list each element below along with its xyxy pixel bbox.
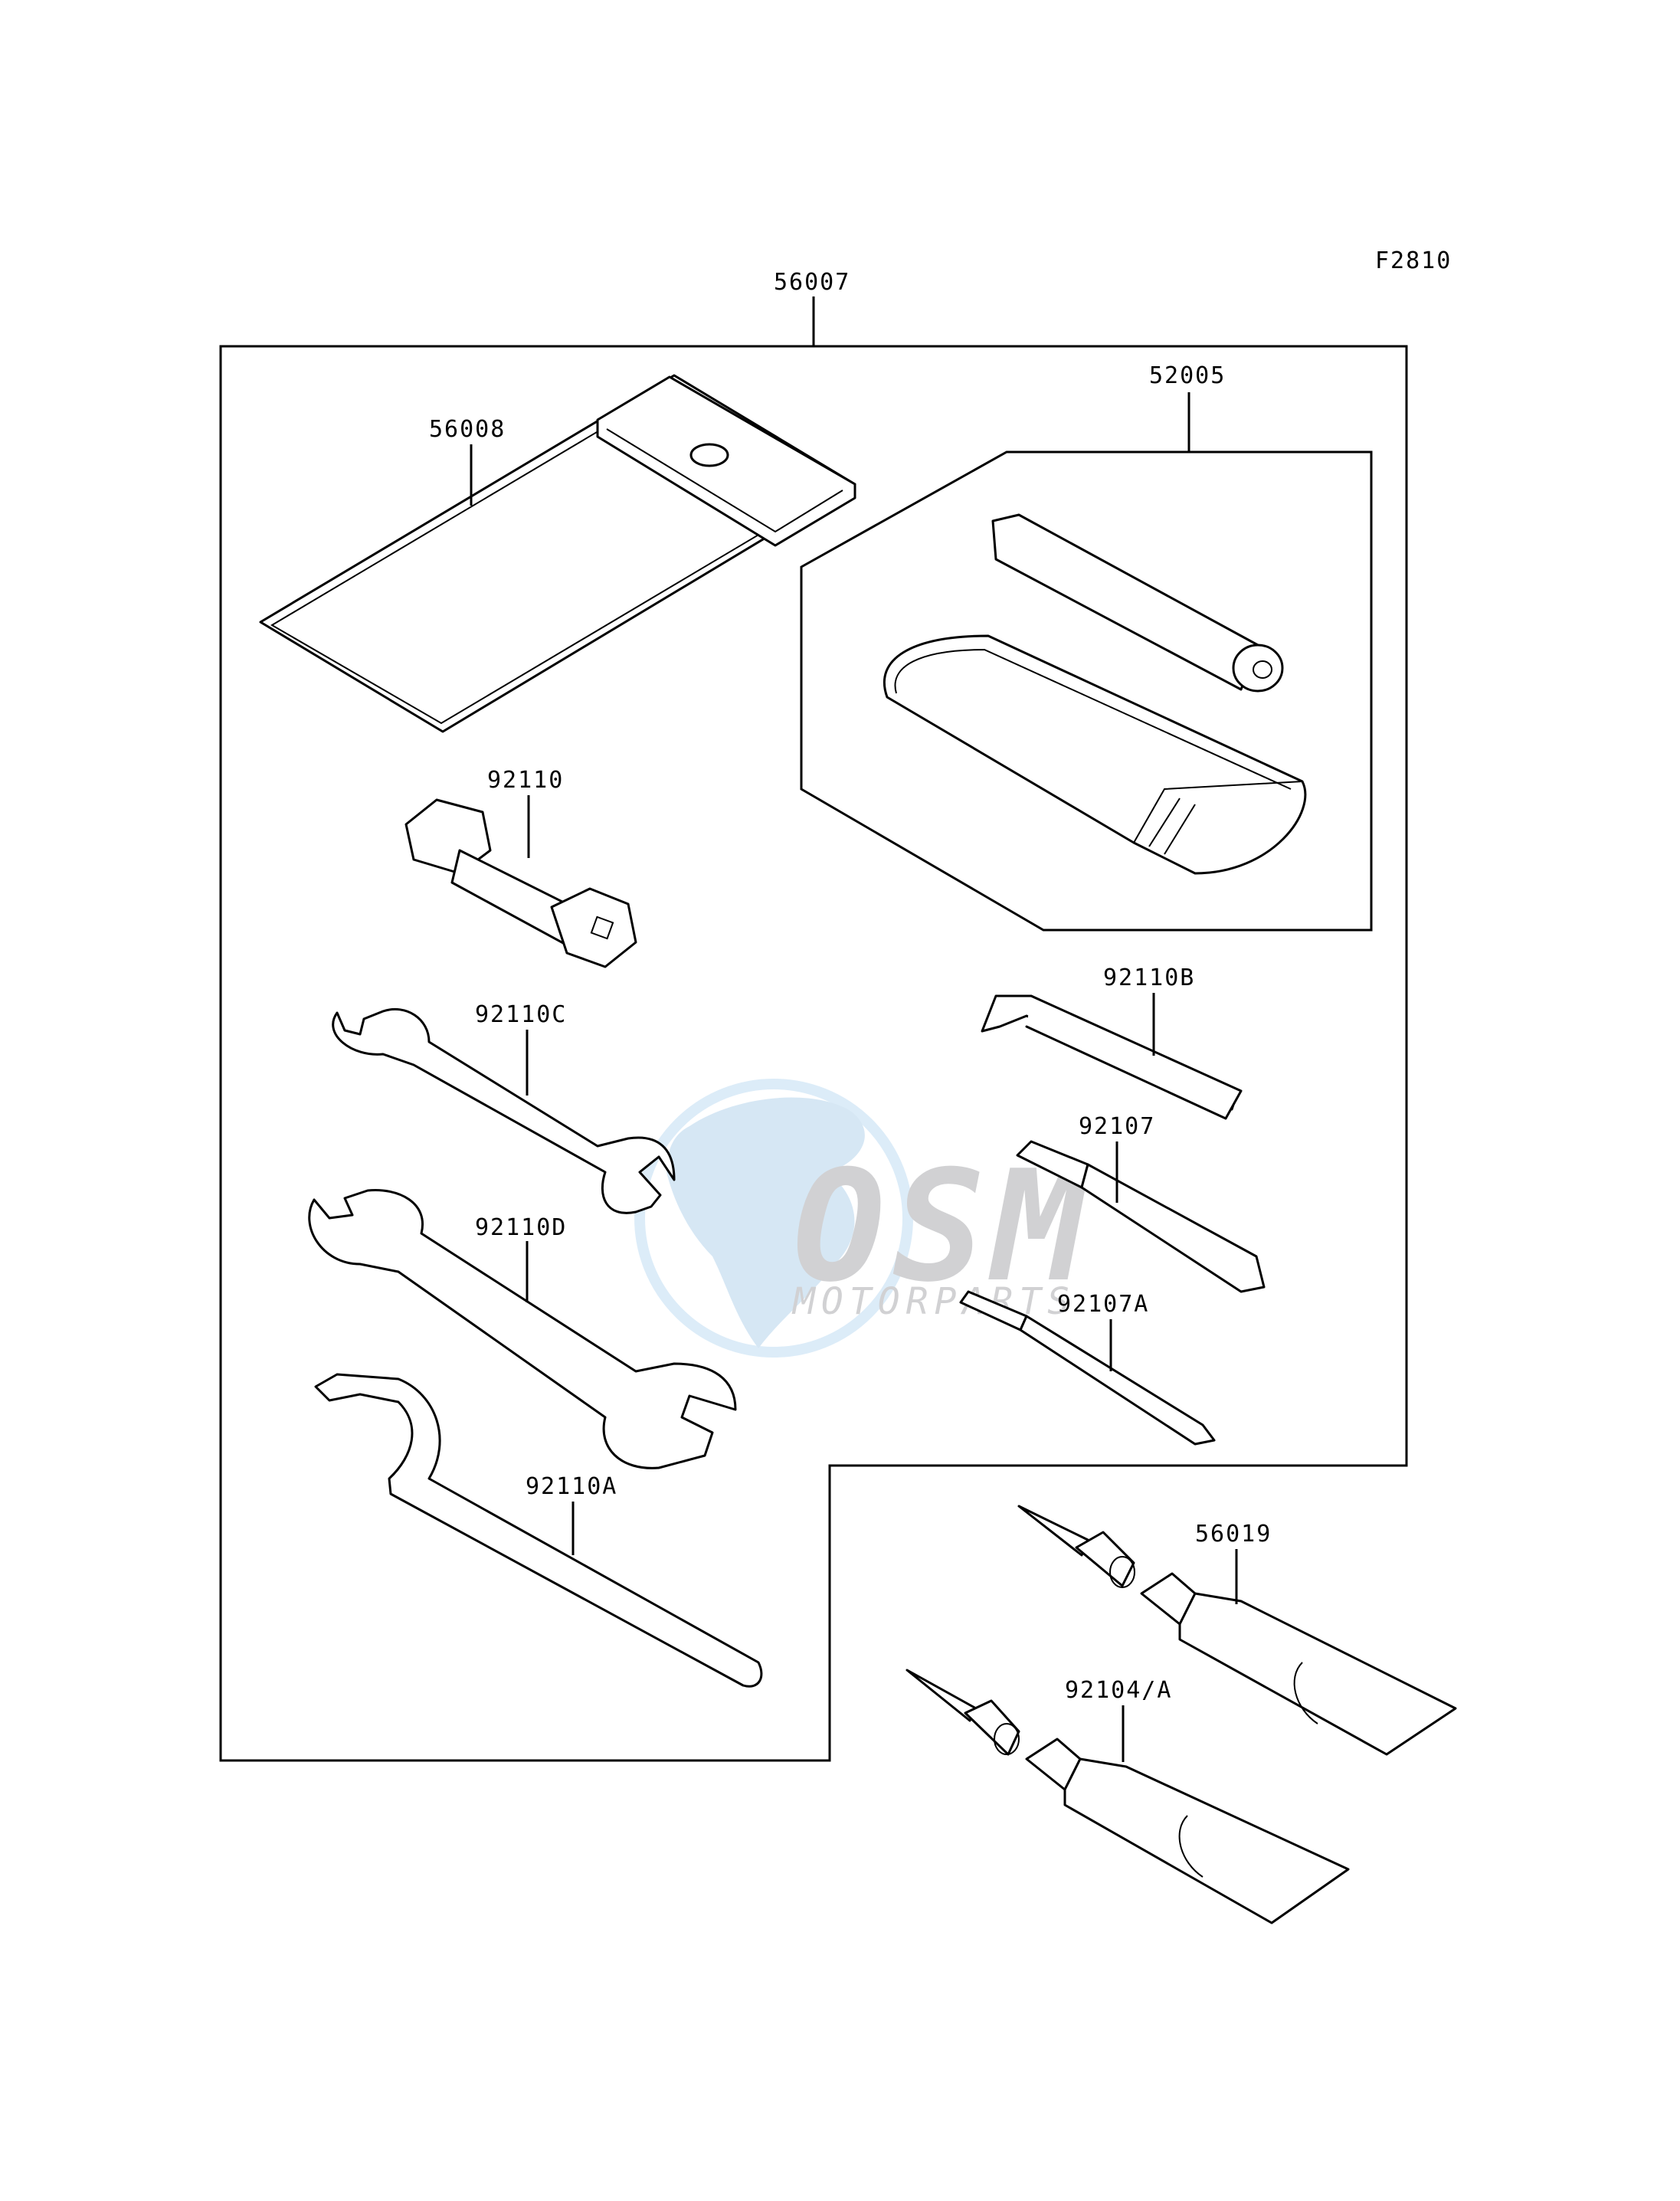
watermark-logo: OSM MOTORPARTS — [634, 1079, 1092, 1358]
label-92104A: 92104/A — [1065, 1677, 1172, 1704]
label-92110: 92110 — [487, 767, 564, 794]
watermark-globe-ring — [634, 1079, 913, 1358]
label-92110C: 92110C — [475, 1001, 567, 1028]
label-92107: 92107 — [1079, 1113, 1155, 1140]
open-end-wrench-small — [332, 1007, 676, 1214]
screwdriver-bit — [959, 1290, 1216, 1446]
label-92110A: 92110A — [526, 1473, 617, 1500]
figure-code: F2810 — [1375, 247, 1452, 274]
label-92110B: 92110B — [1103, 965, 1195, 991]
repair-kit-outline — [800, 450, 1373, 932]
grease-tube — [1017, 1505, 1457, 1756]
hex-key — [981, 994, 1243, 1120]
label-56019: 56019 — [1195, 1521, 1272, 1548]
label-92110D: 92110D — [475, 1214, 567, 1241]
open-end-wrench-large — [308, 1188, 737, 1469]
label-56008: 56008 — [429, 416, 506, 443]
spark-plug-wrench — [404, 798, 637, 968]
tire-repair-kit — [883, 513, 1307, 875]
label-56007: 56007 — [774, 269, 850, 296]
kit-outline — [219, 345, 1408, 1762]
label-52005: 52005 — [1149, 362, 1226, 389]
tool-bag — [259, 374, 856, 733]
screwdriver — [1016, 1140, 1266, 1293]
hook-spanner — [314, 1373, 763, 1688]
adhesive-tube — [905, 1669, 1350, 1924]
watermark-subtitle: MOTORPARTS — [791, 1280, 1076, 1323]
label-92107A: 92107A — [1057, 1291, 1149, 1318]
watermark-globe-land — [666, 1097, 865, 1348]
watermark-brand: OSM — [793, 1138, 1092, 1316]
